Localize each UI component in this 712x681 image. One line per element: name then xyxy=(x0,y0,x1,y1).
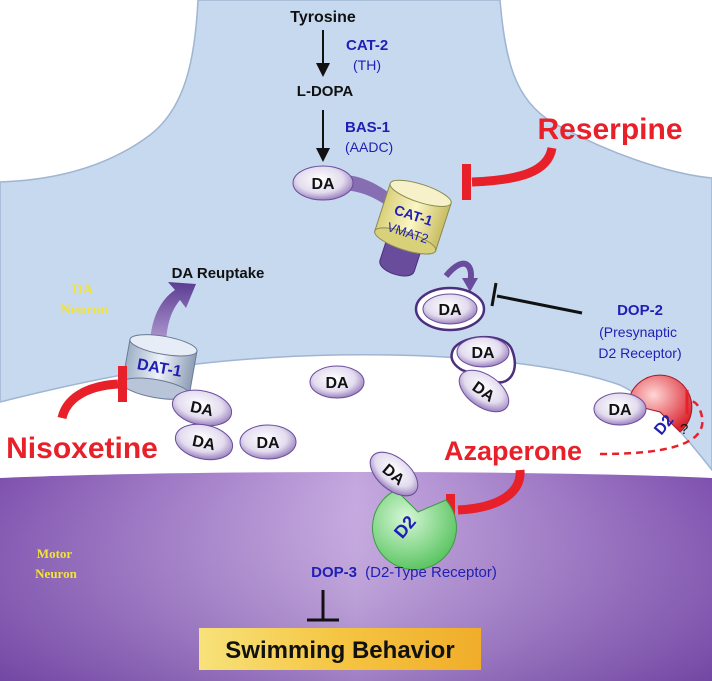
svg-text:DA: DA xyxy=(256,435,280,452)
ldopa-label: L-DOPA xyxy=(297,83,354,100)
da-molecule-at-dop3: DA xyxy=(369,451,419,497)
azaperone-label: Azaperone xyxy=(444,436,582,466)
da-molecule-released-1: DA xyxy=(458,369,510,413)
azaperone-inhibitor xyxy=(457,469,525,515)
da-molecule-synth: DA xyxy=(292,165,354,201)
motor-neuron-label: Motor Neuron xyxy=(35,546,77,581)
da-molecule-cleft-1: DA xyxy=(309,365,365,399)
behavior-label: Swimming Behavior xyxy=(225,637,454,664)
svg-text:DA: DA xyxy=(191,433,218,455)
motor-neuron xyxy=(0,472,712,681)
behavior-box xyxy=(199,628,481,670)
dat1-transporter: DAT-1 xyxy=(121,334,198,400)
da-vesicle-1: DA xyxy=(414,286,486,332)
question-mark: ? xyxy=(680,421,688,438)
svg-text:DA: DA xyxy=(325,375,349,392)
da-neuron-label: DA Neuron xyxy=(60,282,109,318)
dop2-inhibition-line xyxy=(496,294,583,315)
aadc-label: (AADC) xyxy=(345,139,393,155)
svg-text:DA: DA xyxy=(189,399,216,421)
svg-text:DA: DA xyxy=(438,302,462,319)
da-vesicle-2: DA xyxy=(450,335,517,384)
da-molecule-at-d2: DA xyxy=(593,392,647,426)
azaperone-dashed-link xyxy=(599,400,704,456)
svg-text:DA: DA xyxy=(311,176,335,193)
reuptake-arrow xyxy=(150,282,196,348)
tyrosine-label: Tyrosine xyxy=(290,9,356,26)
da-reuptake-label: DA Reuptake xyxy=(172,265,265,282)
reserpine-inhibitor xyxy=(471,146,557,187)
dop3-d2-receptor: D2 xyxy=(371,489,457,571)
cat2-label: CAT-2 xyxy=(346,37,388,54)
dop3-label: DOP-3 (D2-Type Receptor) xyxy=(311,564,497,581)
nisoxetine-inhibitor xyxy=(57,379,119,420)
dop2-description: (Presynaptic D2 Receptor) xyxy=(598,324,681,361)
da-molecule-cleft-3: DA xyxy=(174,423,234,461)
reserpine-label: Reserpine xyxy=(537,113,682,146)
da-molecule-cleft-4: DA xyxy=(239,424,297,460)
bas1-label: BAS-1 xyxy=(345,119,390,136)
svg-text:DA: DA xyxy=(608,402,632,419)
th-label: (TH) xyxy=(353,57,381,73)
cat1-vmat2-transporter: CAT-1 VMAT2 xyxy=(374,179,452,277)
svg-text:DA: DA xyxy=(471,345,495,362)
nisoxetine-label: Nisoxetine xyxy=(6,432,158,465)
dop2-label: DOP-2 xyxy=(617,302,663,319)
